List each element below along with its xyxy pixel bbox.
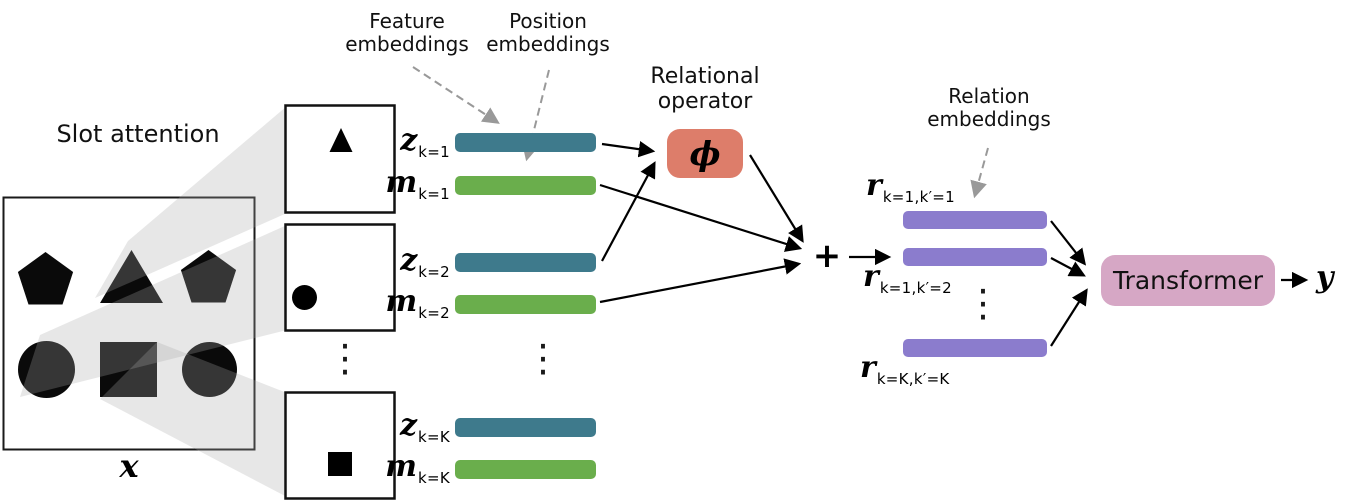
sum-node: + [812,236,842,276]
zK-subscript: k=K [418,428,450,446]
zK-base: z [399,408,417,443]
attention-beam-slot3 [100,342,287,497]
slot1-triangle [329,128,353,152]
arrow-operator-to-sum [749,154,804,243]
arrow-m1-to-sum [599,183,803,252]
mK-subscript: k=K [418,469,450,487]
relation-embedding-bar-1 [903,211,1047,229]
relation-label-r11: rk=1,k′=1 [866,168,955,215]
slot-box-1 [284,104,396,214]
relations-ellipsis: ⋮ [964,281,1002,325]
arrow-r2-to-transformer [1050,257,1086,277]
r12-subscript: k=1,k′=2 [879,279,952,297]
relational-operator-box: ϕ [667,129,743,178]
m1-base: m [385,165,418,200]
arrow-z1-to-operator [601,140,656,158]
annotation-arrows [412,66,989,199]
z2-base: z [400,243,418,278]
arrows [599,140,1309,347]
r11-subscript: k=1,k′=1 [882,188,955,206]
m2-base: m [385,284,418,319]
input-image-box [2,196,256,451]
position-embedding-label-m2: mk=2 [350,284,450,331]
input-label: x [119,447,139,485]
rKK-subscript: k=K,k′=K [876,370,950,388]
output-label: y [1316,260,1334,295]
attention-beam-slot1 [95,106,287,298]
circle-shape-right [182,342,237,397]
arrow-relation-embeddings-label [970,147,989,199]
z1-base: z [400,123,418,158]
attention-beam-slot2 [20,225,287,397]
square-shape [100,342,157,397]
position-embedding-bar-m2 [455,295,596,314]
arrow-position-embeddings-label [522,69,550,162]
position-embedding-label-mK: mk=K [350,449,450,496]
transformer-box: Transformer [1101,255,1275,306]
relation-embedding-bar-3 [903,339,1047,357]
mK-base: m [385,449,417,484]
position-embeddings-label: Position embeddings [486,9,610,56]
relation-label-r12: rk=1,k′=2 [863,259,952,306]
phi-symbol: ϕ [689,134,721,173]
embeddings-ellipsis: ⋮ [524,336,562,380]
slots-ellipsis: ⋮ [326,336,364,380]
slot-attention-label: Slot attention [56,120,220,148]
slot2-circle [292,285,317,310]
feature-embedding-bar-z1 [455,133,596,152]
arrow-r1-to-transformer [1050,220,1087,266]
feature-embedding-label-zK: zk=K [350,408,450,455]
slot-box-2 [284,223,396,332]
relational-operator-label: Relational operator [650,64,760,115]
rKK-base: r [860,350,876,385]
triangle-shape [100,250,163,303]
input-image-shapes [17,250,237,398]
pentagon-shape-left [17,252,74,305]
relation-label-rKK: rk=K,k′=K [860,350,950,397]
r12-base: r [863,259,879,294]
m2-subscript: k=2 [418,304,450,322]
feature-embedding-bar-zK [455,418,596,437]
z1-subscript: k=1 [418,143,450,161]
relation-embeddings-label: Relation embeddings [927,84,1051,131]
z2-subscript: k=2 [418,263,450,281]
m1-subscript: k=1 [418,185,450,203]
r11-base: r [866,168,882,203]
arrow-m2-to-sum [599,258,802,304]
slot-box-3 [284,391,396,500]
slot-boxes [284,104,396,500]
attention-beams [20,106,287,497]
relation-embedding-bar-2 [903,248,1047,266]
slot-box-shapes [292,128,353,476]
arrow-z2-to-operator [601,161,656,262]
circle-shape-left [18,341,75,398]
pentagon-shape-right [180,250,237,303]
feature-embedding-label-z1: zk=1 [350,123,450,170]
arrow-r3-to-transformer [1050,288,1088,347]
feature-embeddings-label: Feature embeddings [345,9,469,56]
arrow-feature-embeddings-label [412,66,500,124]
transformer-label: Transformer [1112,266,1263,295]
slot3-square [328,452,352,476]
position-embedding-label-m1: mk=1 [350,165,450,212]
feature-embedding-label-z2: zk=2 [350,243,450,290]
position-embedding-bar-mK [455,460,596,479]
feature-embedding-bar-z2 [455,253,596,272]
position-embedding-bar-m1 [455,176,596,195]
